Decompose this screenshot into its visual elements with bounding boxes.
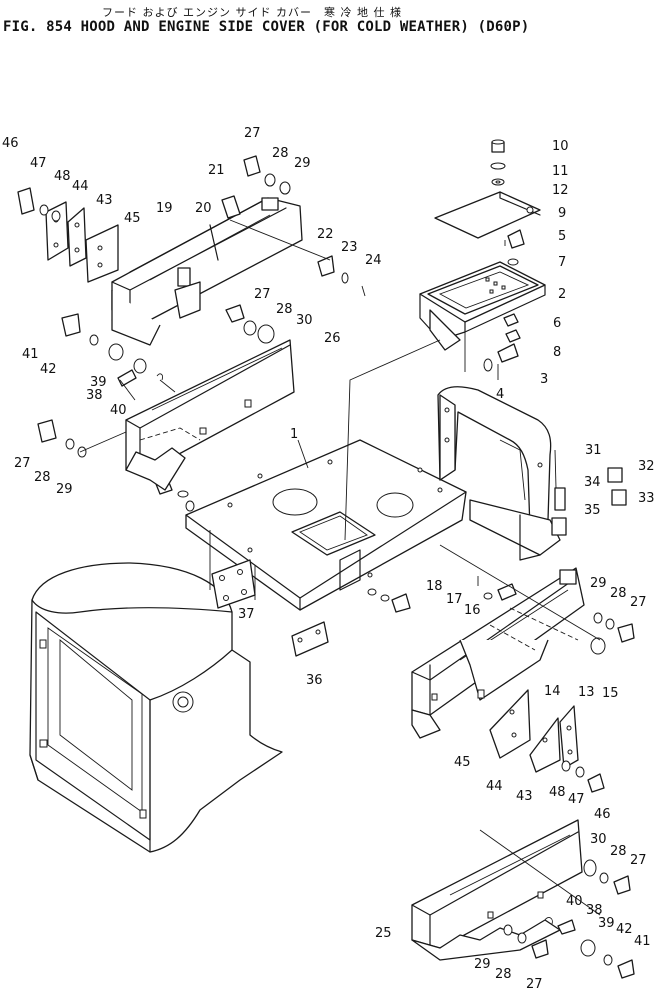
callout-5: 5	[558, 229, 566, 244]
radiator-housing	[29, 562, 283, 853]
callout-39-b: 39	[598, 916, 615, 931]
callout-15: 15	[602, 686, 619, 701]
callout-27-a: 27	[244, 126, 261, 141]
callout-30-a: 30	[296, 313, 313, 328]
side-cover-25	[411, 819, 583, 961]
callout-14: 14	[544, 684, 561, 699]
callout-43-a: 43	[96, 193, 113, 208]
callout-28-e: 28	[610, 844, 627, 859]
access-cover-9	[434, 191, 541, 239]
access-frame-2	[419, 261, 546, 351]
callout-44-a: 44	[72, 179, 89, 194]
callout-7: 7	[558, 255, 566, 270]
callout-43-b: 43	[516, 789, 533, 804]
callout-48-a: 48	[54, 169, 71, 184]
leader-lines	[79, 219, 601, 916]
callout-29-c: 29	[56, 482, 73, 497]
callout-25: 25	[375, 926, 392, 941]
callout-31: 31	[585, 443, 602, 458]
side-cover-19	[111, 197, 303, 346]
callout-29-d: 29	[590, 576, 607, 591]
callout-6: 6	[553, 316, 561, 331]
side-cover-26	[125, 339, 295, 491]
callout-29-e: 29	[474, 957, 491, 972]
callout-8: 8	[553, 345, 561, 360]
callout-20: 20	[195, 201, 212, 216]
callout-27-d: 27	[630, 595, 647, 610]
callout-27-b: 27	[254, 287, 271, 302]
callout-30-b: 30	[590, 832, 607, 847]
callout-48-b: 48	[549, 785, 566, 800]
callout-numbers: 1 2 3 4 5 6 7 8 9 10 11 12 13 14 15 16 1…	[2, 126, 655, 992]
callout-28-a: 28	[272, 146, 289, 161]
callout-33: 33	[638, 491, 655, 506]
callout-45-b: 45	[454, 755, 471, 770]
callout-19: 19	[156, 201, 173, 216]
callout-35: 35	[584, 503, 601, 518]
callout-42-b: 42	[616, 922, 633, 937]
callout-46-a: 46	[2, 136, 19, 151]
callout-17: 17	[446, 592, 463, 607]
callout-38-a: 38	[86, 388, 103, 403]
callout-44-b: 44	[486, 779, 503, 794]
callout-27-c: 27	[14, 456, 31, 471]
callout-12: 12	[552, 183, 569, 198]
callout-21: 21	[208, 163, 225, 178]
plate-37	[211, 559, 256, 609]
callout-32: 32	[638, 459, 655, 474]
callout-2: 2	[558, 287, 566, 302]
japanese-title: フード および エンジン サイド カバー 寒 冷 地 仕 様	[102, 6, 402, 19]
callout-3: 3	[540, 372, 548, 387]
callout-11: 11	[552, 164, 569, 179]
callout-40-a: 40	[110, 403, 127, 418]
callout-1: 1	[290, 427, 298, 442]
callout-29-a: 29	[294, 156, 311, 171]
fasteners	[17, 139, 635, 979]
callout-28-d: 28	[610, 586, 627, 601]
callout-37: 37	[238, 607, 255, 622]
callout-28-f: 28	[495, 967, 512, 982]
figure-title: FIG. 854 HOOD AND ENGINE SIDE COVER (FOR…	[3, 19, 530, 35]
callout-16: 16	[464, 603, 481, 618]
callout-4: 4	[496, 387, 504, 402]
callout-27-e: 27	[630, 853, 647, 868]
callout-41-a: 41	[22, 347, 39, 362]
callout-18: 18	[426, 579, 443, 594]
callout-42-a: 42	[40, 362, 57, 377]
bracket-set-upper	[45, 201, 119, 283]
callout-28-b: 28	[276, 302, 293, 317]
callout-23: 23	[341, 240, 358, 255]
plate-36	[291, 621, 329, 657]
callout-28-c: 28	[34, 470, 51, 485]
callout-22: 22	[317, 227, 334, 242]
callout-38-b: 38	[586, 903, 603, 918]
side-frame-31	[437, 386, 561, 561]
callout-46-b: 46	[594, 807, 611, 822]
callout-10: 10	[552, 139, 569, 154]
bracket-set-lower	[489, 689, 579, 773]
callout-41-b: 41	[634, 934, 651, 949]
callout-13: 13	[578, 685, 595, 700]
callout-47-b: 47	[568, 792, 585, 807]
callout-40-b: 40	[566, 894, 583, 909]
hood-plate-1	[185, 439, 467, 611]
callout-27-f: 27	[526, 977, 543, 992]
callout-47-a: 47	[30, 156, 47, 171]
callout-45-a: 45	[124, 211, 141, 226]
callout-34: 34	[584, 475, 601, 490]
callout-39-a: 39	[90, 375, 107, 390]
callout-36: 36	[306, 673, 323, 688]
callout-24: 24	[365, 253, 382, 268]
callout-26: 26	[324, 331, 341, 346]
callout-9: 9	[558, 206, 566, 221]
